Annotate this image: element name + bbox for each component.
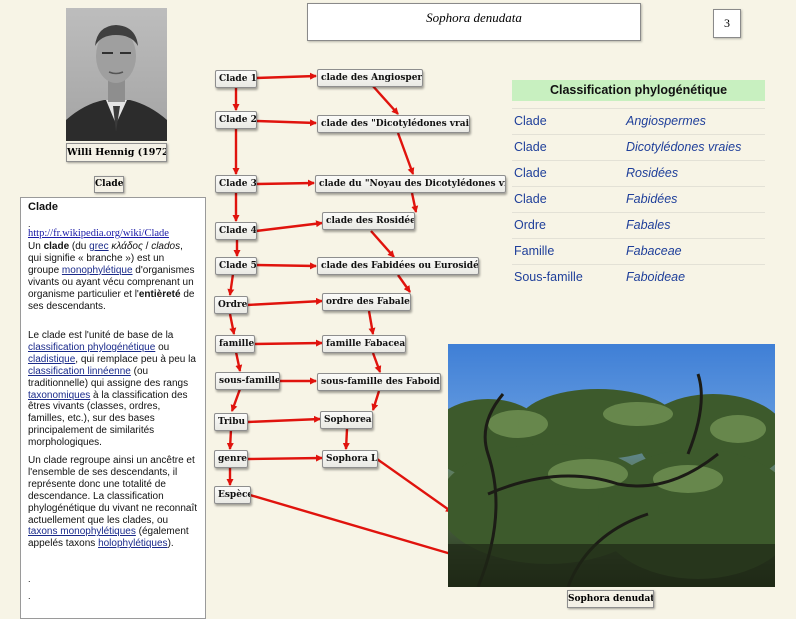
taxon-node-noyau-dicotyledones[interactable]: clade du "Noyau des Dicotylédones vraies… (315, 175, 506, 193)
table-row: Clade Fabidées (512, 186, 765, 212)
classification-header: Classification phylogénétique (512, 80, 765, 101)
table-row: Clade Dicotylédones vraies (512, 134, 765, 160)
taxon-node-fabales[interactable]: ordre des Fabales (322, 293, 411, 311)
portrait-caption: Willi Hennig (1972) (66, 143, 167, 162)
rank-node-genre[interactable]: genre (214, 450, 248, 468)
arrow-clade4-rosidees (255, 220, 323, 233)
table-rank: Clade (514, 140, 547, 154)
arrow-angiospermes-dicots (371, 84, 399, 115)
clade-wiki-link[interactable]: http://fr.wikipedia.org/wiki/Clade (28, 228, 169, 239)
clade-paragraph-3: Un clade regroupe ainsi un ancêtre et l'… (28, 455, 198, 550)
table-rank: Clade (514, 166, 547, 180)
table-rank: Sous-famille (514, 270, 583, 284)
table-taxon[interactable]: Fabales (626, 218, 671, 232)
rank-node-espece[interactable]: Espèce (214, 486, 251, 504)
table-rank: Famille (514, 244, 555, 258)
arrow-famille-sousfamille (234, 351, 243, 372)
page-title: Sophora denudata (307, 3, 641, 41)
taxon-node-sophoreae[interactable]: Sophoreae (320, 411, 373, 429)
table-taxon[interactable]: Dicotylédones vraies (626, 140, 742, 154)
rank-node-clade-3[interactable]: Clade 3 (215, 175, 257, 193)
taxon-node-fabaceae[interactable]: famille Fabaceae (322, 335, 406, 353)
table-row: Famille Fabaceae (512, 238, 765, 264)
table-rank: Clade (514, 192, 547, 206)
taxon-node-angiospermes[interactable]: clade des Angiospermes (317, 69, 423, 87)
arrow-clade2-dicots (256, 119, 317, 127)
arrow-clade5-fabidees (255, 262, 317, 270)
clade-tail-dot-2: . (28, 591, 31, 601)
rank-node-sous-famille[interactable]: sous-famille (215, 372, 280, 390)
arrow-clade1-angiospermes (255, 72, 317, 80)
clade-paragraph-2: Le clade est l'unité de base de la class… (28, 330, 196, 449)
arrow-tribu-genre (226, 428, 234, 450)
arrow-fabaceae-faboideae (371, 352, 382, 373)
taxon-node-fabidees[interactable]: clade des Fabidées ou Eurosidées I (317, 257, 479, 275)
page-number: 3 (713, 9, 741, 38)
rank-node-clade-5[interactable]: Clade 5 (215, 257, 257, 275)
arrow-sophoreae-sophora (342, 428, 350, 450)
arrow-ordre-fabales (246, 297, 323, 307)
portrait-photo (66, 8, 167, 141)
photo-caption: Sophora denudata (567, 590, 654, 608)
table-taxon[interactable]: Rosidées (626, 166, 679, 180)
link-taxonomiques[interactable]: taxonomiques (28, 389, 91, 401)
clade-tail-dot-1: . (28, 574, 31, 584)
arrow-noyau-rosidees (410, 192, 419, 213)
rank-node-tribu[interactable]: Tribu (214, 413, 248, 431)
table-row: Clade Angiospermes (512, 108, 765, 134)
arrow-famille-fabaceae (253, 339, 323, 347)
link-cladistique[interactable]: cladistique (28, 353, 76, 365)
table-taxon[interactable]: Faboideae (626, 270, 686, 284)
arrow-clade5-ordre (227, 273, 235, 296)
table-taxon[interactable]: Fabidées (626, 192, 678, 206)
taxon-node-rosidees[interactable]: clade des Rosidées (322, 212, 415, 230)
arrow-genre-sophora (246, 454, 323, 462)
arrow-ordre-famille (228, 313, 237, 335)
arrow-sophora-photo (376, 458, 453, 513)
arrow-rosidees-fabidees (370, 230, 395, 258)
clade-description-panel: Clade . http://fr.wikipedia.org/wiki/Cla… (20, 197, 206, 619)
arrow-clade3-noyau (256, 179, 315, 187)
classification-table: Classification phylogénétique Clade Angi… (512, 80, 765, 290)
arrow-tribu-sophoreae (247, 415, 321, 424)
link-taxons-monophyletiques[interactable]: taxons monophylétiques (28, 526, 136, 538)
arrow-fabidees-fabales (397, 274, 411, 293)
table-row: Ordre Fabales (512, 212, 765, 238)
clade-paragraph-1: Un clade (du grec κλάδος / clados, qui s… (28, 241, 195, 312)
rank-node-famille[interactable]: famille (215, 335, 255, 353)
taxon-node-sophora[interactable]: Sophora L. (322, 450, 378, 468)
link-grec[interactable]: grec (89, 241, 109, 252)
arrow-fabales-fabaceae (367, 310, 376, 335)
table-rank: Clade (514, 114, 547, 128)
rank-node-ordre[interactable]: Ordre (214, 296, 248, 314)
taxon-node-faboideae[interactable]: sous-famille des Faboideae (317, 373, 441, 391)
link-classification-linneenne[interactable]: classification linnéenne (28, 365, 131, 377)
clade-button[interactable]: Clade (94, 176, 124, 193)
rank-node-clade-2[interactable]: Clade 2 (215, 111, 257, 129)
rank-node-clade-4[interactable]: Clade 4 (215, 222, 257, 240)
table-row: Clade Rosidées (512, 160, 765, 186)
clade-dot: . (28, 219, 31, 229)
link-holophyletiques[interactable]: holophylétiques (98, 538, 168, 550)
arrow-faboideae-sophoreae (371, 390, 381, 411)
taxon-node-dicotyledones-vraies[interactable]: clade des "Dicotylédones vraies" (317, 115, 470, 133)
table-taxon[interactable]: Fabaceae (626, 244, 682, 258)
link-monophyletique[interactable]: monophylétique (61, 264, 133, 276)
rank-node-clade-1[interactable]: Clade 1 (215, 70, 257, 88)
clade-heading: Clade (28, 201, 58, 213)
link-classification-phylogenetique[interactable]: classification phylogénétique (28, 341, 156, 353)
sophora-photo (448, 344, 775, 587)
table-taxon[interactable]: Angiospermes (626, 114, 706, 128)
arrow-dicots-noyau (396, 132, 415, 175)
arrow-espece-photo (249, 493, 459, 558)
arrow-sousfamille-tribu (230, 388, 242, 412)
table-row: Sous-famille Faboideae (512, 264, 765, 290)
table-rank: Ordre (514, 218, 546, 232)
